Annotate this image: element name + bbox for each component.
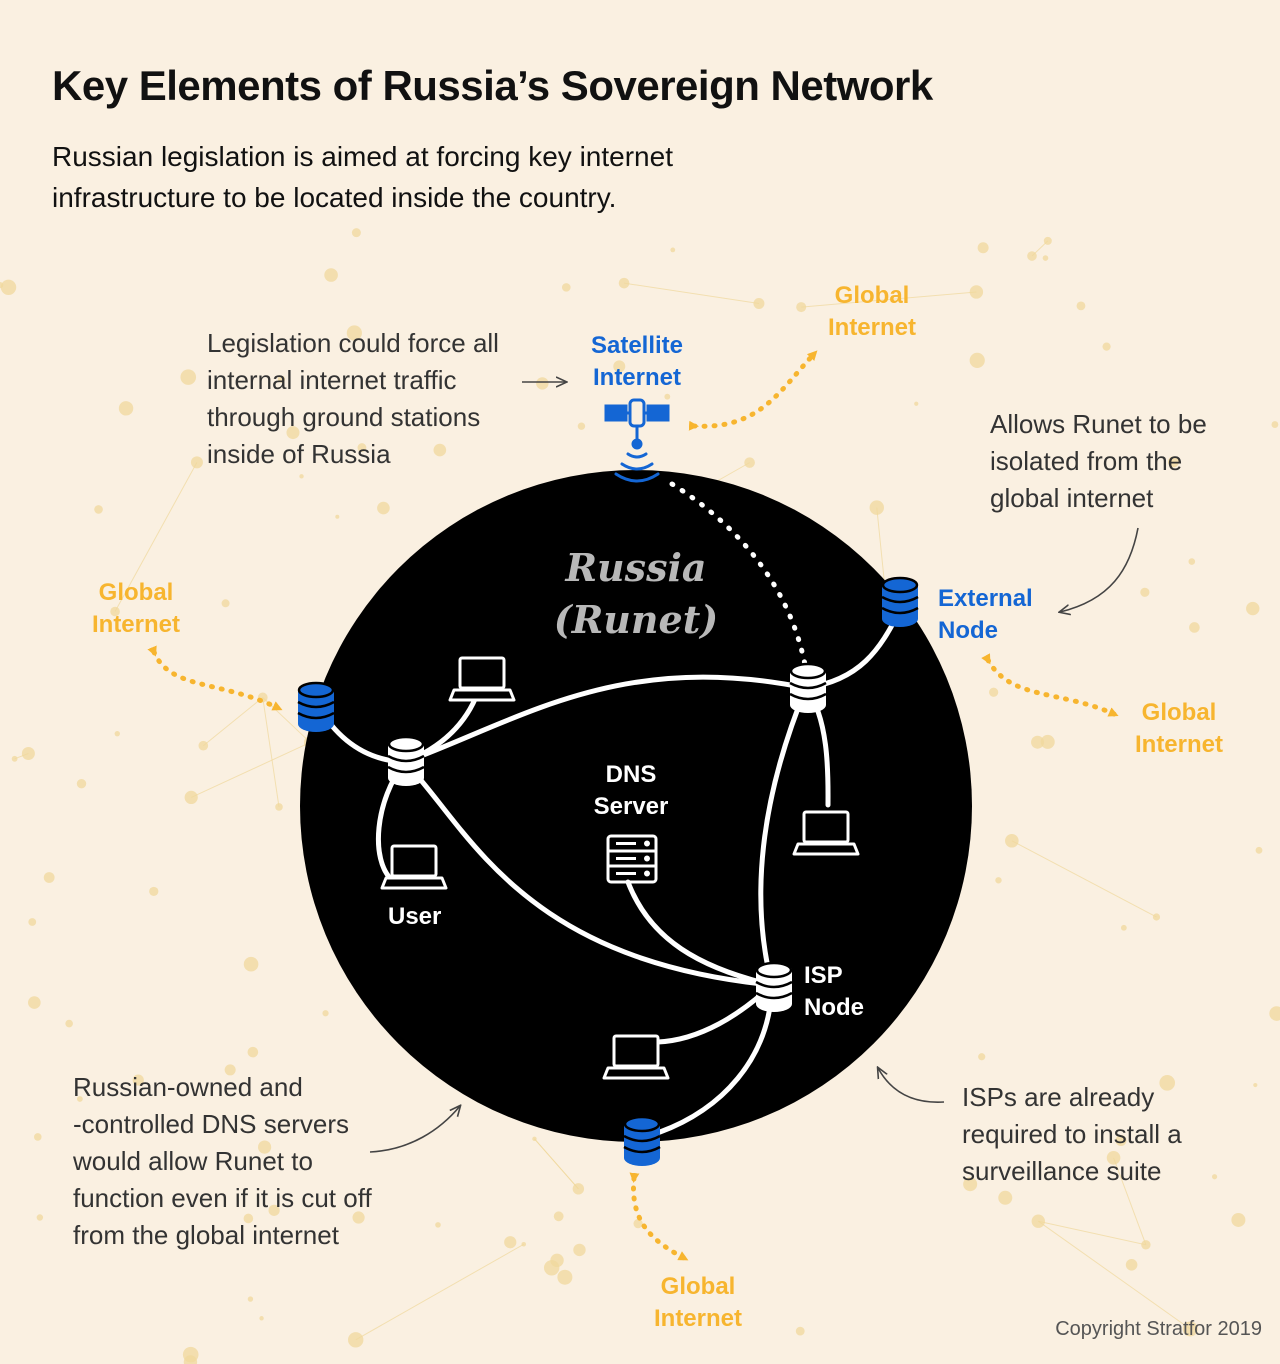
external-node-label: External Node [938, 585, 1033, 644]
annotation-arrows [369, 382, 1139, 1153]
satellite-note: Legislation could force all internal int… [207, 328, 499, 469]
database-icon [754, 960, 794, 1014]
arrow-icon [1060, 527, 1139, 612]
dns-note: Russian-owned and -controlled DNS server… [73, 1072, 372, 1250]
arrow-icon [878, 1068, 945, 1103]
laptop-icon [448, 656, 516, 702]
russia-runet-circle [300, 470, 972, 1142]
database-icon [386, 734, 426, 788]
global-internet-label: Global Internet [91, 579, 180, 638]
global-internet-label: Global Internet [653, 1273, 742, 1332]
global-internet-label: Global Internet [1134, 699, 1223, 758]
laptop-icon [792, 810, 860, 856]
region-label: Russia (Runet) [553, 545, 719, 642]
page-subtitle: Russian legislation is aimed at forcing … [52, 141, 673, 213]
global-internet-label: Global Internet [827, 282, 916, 341]
global-links [147, 350, 1119, 1261]
satellite-icon [604, 398, 670, 483]
external-node-note: Allows Runet to be isolated from the glo… [990, 409, 1207, 513]
network-links [315, 607, 903, 1135]
copyright-text: Copyright Stratfor 2019 [1055, 1318, 1262, 1340]
dns-server-label: DNS Server [593, 761, 669, 820]
page-title: Key Elements of Russia’s Sovereign Netwo… [52, 62, 933, 109]
database-icon [296, 680, 336, 734]
laptop-icon [602, 1034, 670, 1080]
database-icon [622, 1114, 662, 1168]
isp-node-label: ISP Node [804, 962, 864, 1021]
isp-note: ISPs are already required to install a s… [962, 1082, 1182, 1186]
database-icon [880, 575, 920, 629]
laptop-icon [380, 844, 448, 890]
arrow-icon [369, 1106, 460, 1153]
satellite-link [669, 481, 809, 673]
server-rack-icon [606, 834, 658, 884]
database-icon [788, 661, 828, 715]
user-label: User [388, 903, 442, 930]
satellite-internet-label: Satellite Internet [590, 332, 684, 391]
